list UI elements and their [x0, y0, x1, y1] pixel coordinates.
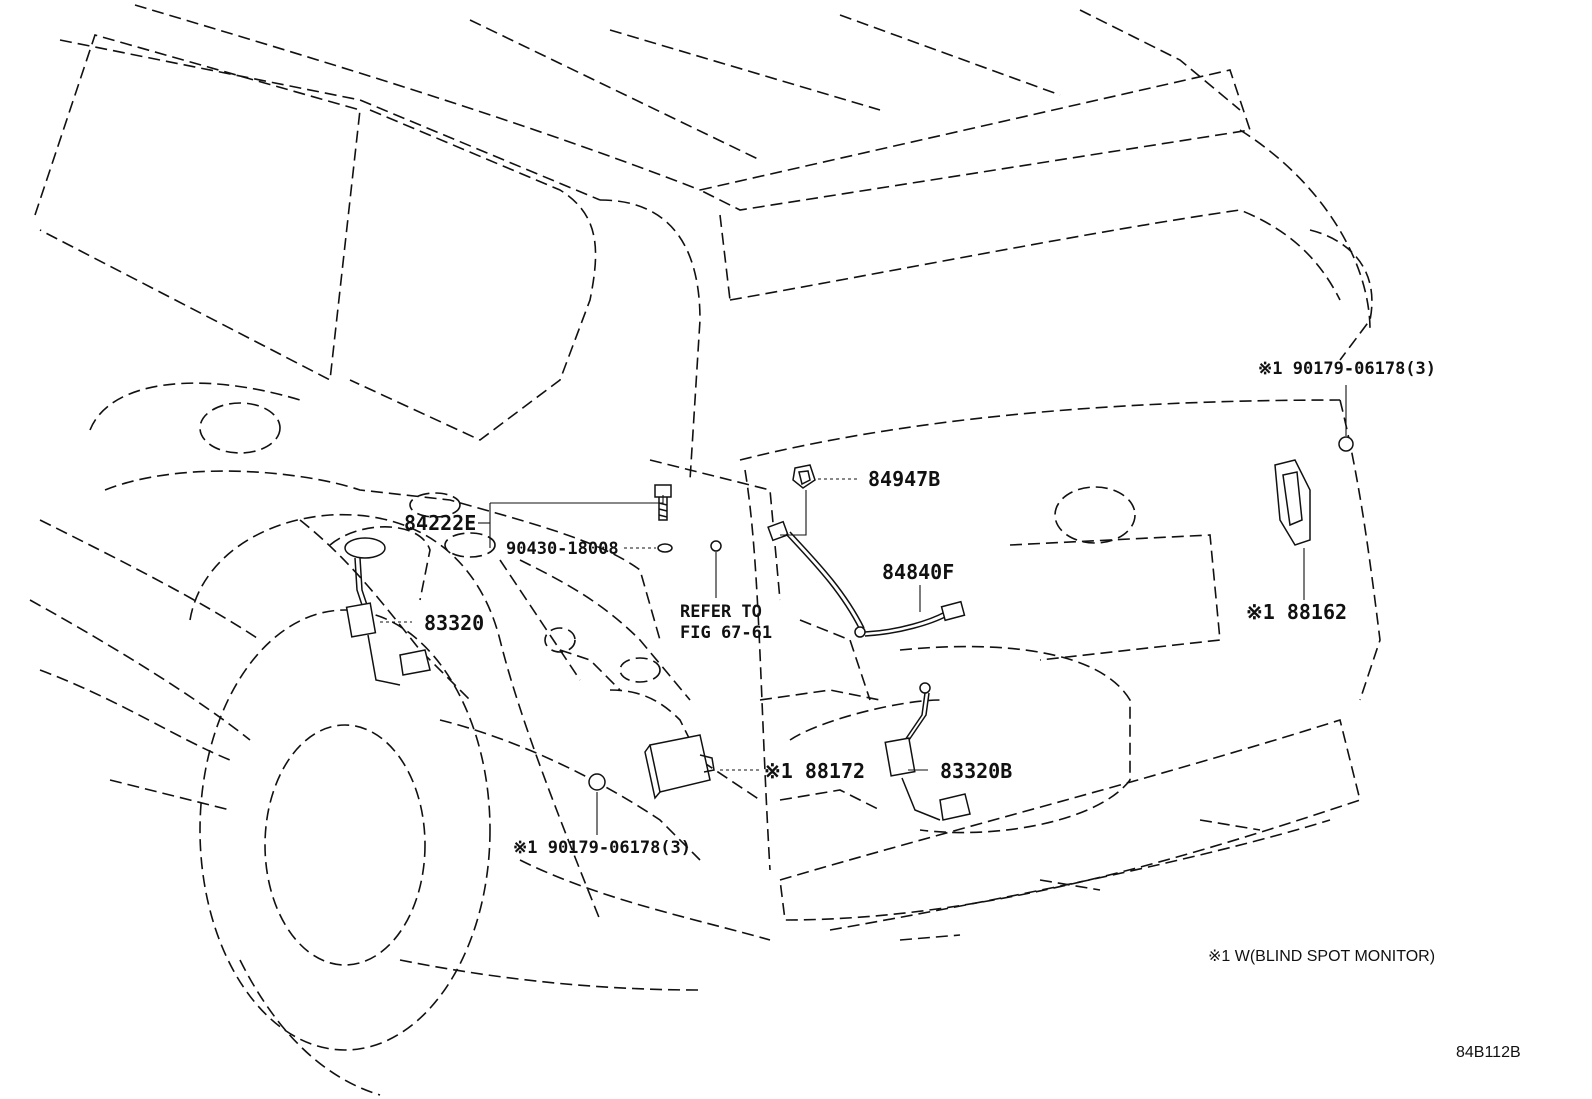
module-88172-part	[644, 734, 715, 800]
vehicle-outline	[29, 4, 1381, 1096]
callout-84947b: 84947B	[868, 467, 940, 491]
callout-83320: 83320	[424, 611, 484, 635]
parts	[344, 436, 1354, 821]
clip-part	[710, 540, 722, 552]
callout-labels: 84947B 84222E 90430-18008 83320 REFER TO…	[404, 359, 1436, 858]
bolt-84222e-part	[654, 484, 672, 521]
harness-84840f-part	[767, 520, 966, 638]
figure-code: 84B112B	[1456, 1044, 1521, 1061]
callout-90430-18008: 90430-18008	[506, 539, 619, 559]
nut-90179-bottom-part	[588, 773, 606, 791]
sensor-83320b-part	[884, 682, 971, 821]
module-88162-part	[1274, 459, 1311, 546]
grommet-84947b-part	[792, 464, 816, 489]
leader-lines	[380, 385, 1347, 835]
callout-84840f: 84840F	[882, 560, 954, 584]
callout-90179-06178-right: ※1 90179-06178(3)	[1258, 359, 1436, 379]
legend-note: ※1 W(BLIND SPOT MONITOR)	[1208, 948, 1435, 965]
nut-90179-right-part	[1338, 436, 1354, 452]
callout-88172: ※1 88172	[764, 759, 865, 783]
sensor-83320-part	[344, 537, 431, 686]
callout-84222e: 84222E	[404, 511, 476, 535]
callout-90179-06178-bottom: ※1 90179-06178(3)	[513, 838, 691, 858]
refer-to-line1: REFER TO	[680, 602, 762, 622]
refer-to-line2: FIG 67-61	[680, 623, 772, 643]
washer-90430-part	[657, 543, 673, 553]
callout-83320b: 83320B	[940, 759, 1012, 783]
callout-88162: ※1 88162	[1246, 600, 1347, 624]
